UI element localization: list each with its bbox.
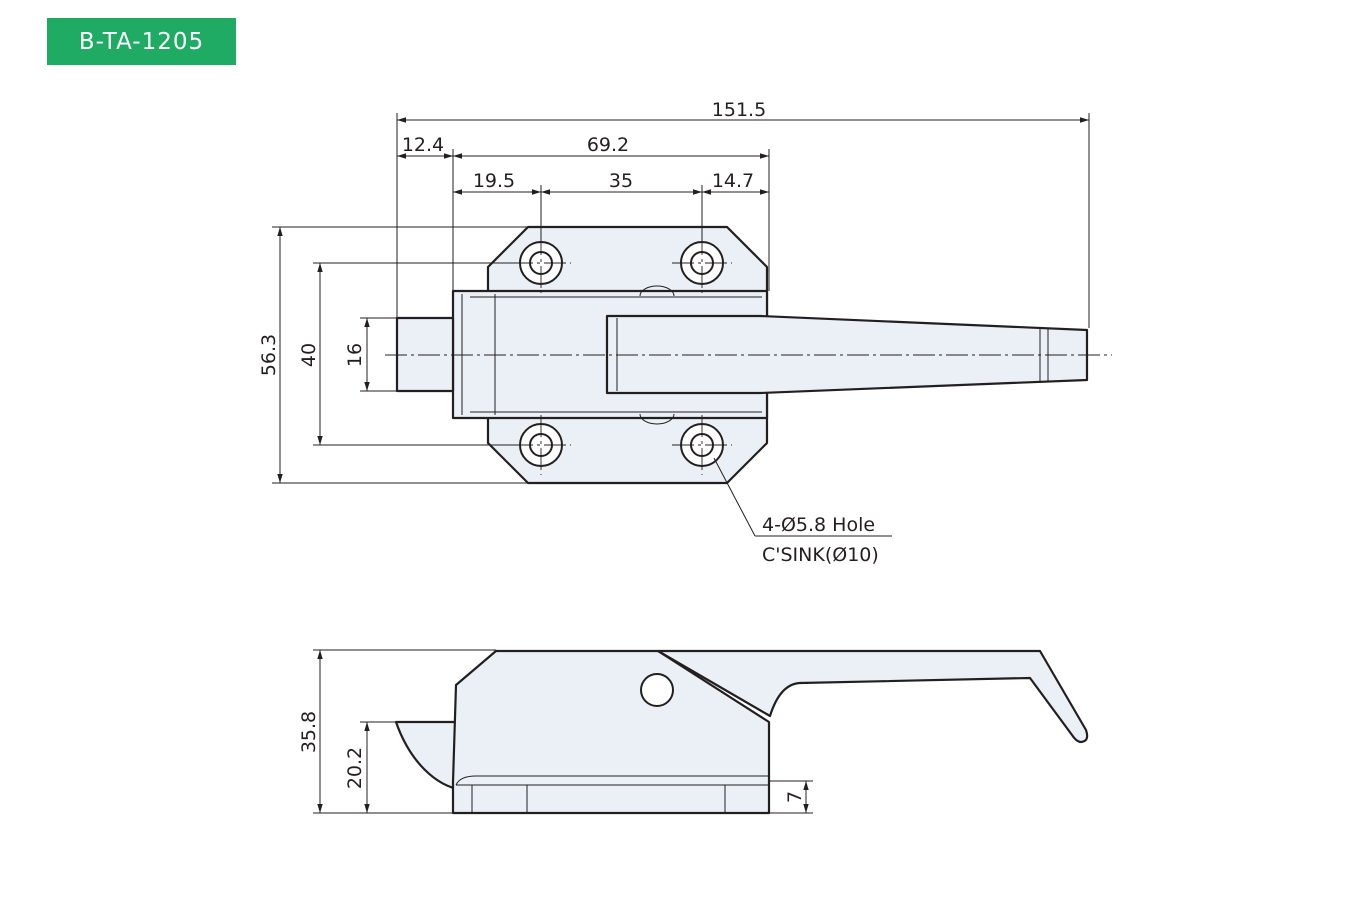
dim-bolt-offset: 12.4 (402, 134, 444, 156)
handle-lever (605, 314, 1089, 395)
dim-base-thickness: 7 (784, 791, 806, 803)
dim-body-width: 69.2 (587, 134, 629, 156)
pivot-hole (640, 673, 674, 707)
part-code-badge: B-TA-1205 (47, 18, 236, 65)
dim-side-bolt-height: 20.2 (344, 747, 366, 789)
bolt-tongue (395, 316, 455, 393)
dim-overall-height: 56.3 (258, 334, 280, 376)
top-view: 151.5 12.4 69.2 19.5 35 14.7 56.3 40 16 … (258, 99, 1112, 566)
side-view: 35.8 20.2 7 (298, 649, 1089, 815)
hole-note-line2: C'SINK(Ø10) (762, 544, 879, 566)
dim-hole-left-offset: 19.5 (473, 170, 515, 192)
dim-hole-vertical-spacing: 40 (298, 343, 320, 367)
hole-note-line1: 4-Ø5.8 Hole (762, 514, 875, 536)
dim-hole-right-offset: 14.7 (712, 170, 754, 192)
side-body (451, 649, 771, 815)
side-handle-lever (656, 649, 1089, 744)
dim-bolt-width: 16 (344, 343, 366, 367)
dim-overall-length: 151.5 (712, 99, 766, 121)
dim-hole-spacing: 35 (609, 170, 633, 192)
dim-side-overall-height: 35.8 (298, 711, 320, 753)
